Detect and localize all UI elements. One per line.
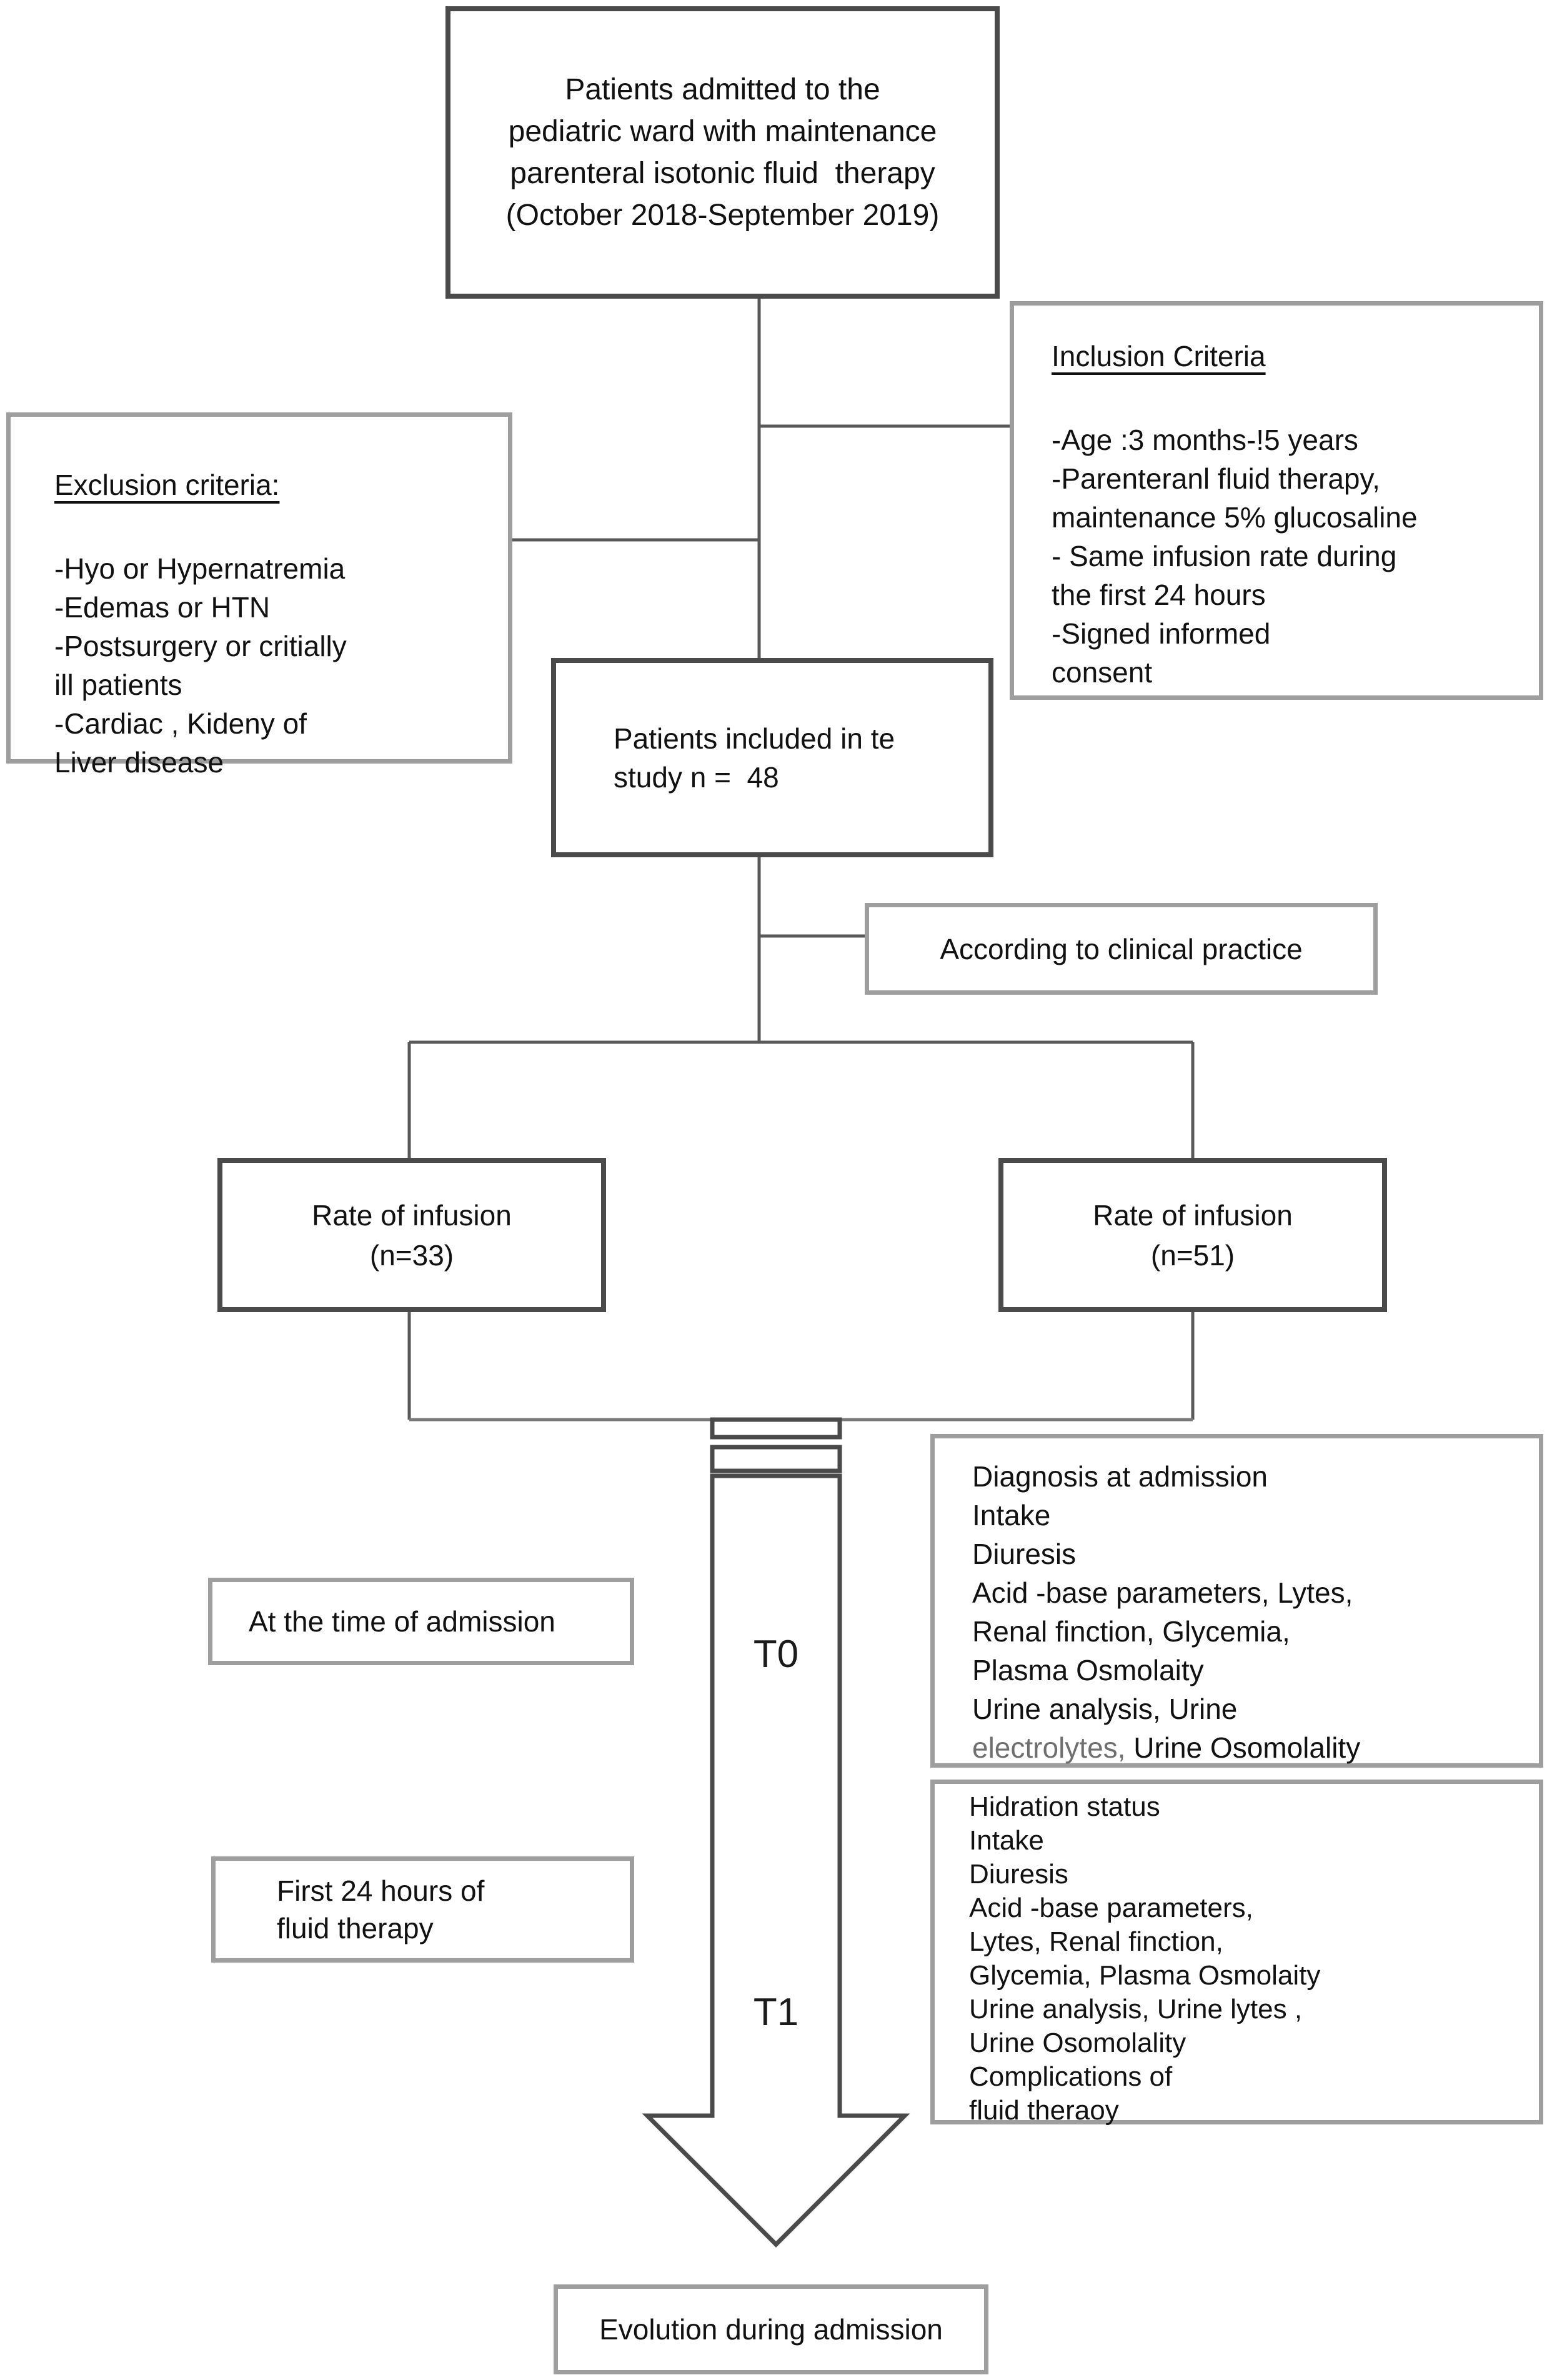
admitted-patients-line: parenteral isotonic fluid therapy [510,157,935,190]
inclusion-criteria-line: maintenance 5% glucosaline [1052,501,1418,534]
t1-parameters-line: Glycemia, Plasma Osmolaity [969,1960,1321,1991]
exclusion-criteria-line: -Hyo or Hypernatremia [54,552,346,585]
exclusion-criteria-box: Exclusion criteria: -Hyo or Hypernatremi… [6,412,512,779]
exclusion-criteria-title: Exclusion criteria: [54,469,280,501]
clinical-practice-box: According to clinical practice [865,903,1378,995]
t0-parameters-line: Acid -base parameters, Lytes, [972,1576,1353,1609]
exclusion-criteria-line: -Postsurgery or critially [54,630,347,662]
inclusion-criteria-line: - Same infusion rate during [1052,540,1397,572]
inclusion-criteria-line: the first 24 hours [1052,579,1266,611]
inclusion-criteria-line: consent [1052,656,1153,689]
t0-parameters-line: Urine analysis, Urine [972,1693,1238,1725]
t1-label: T1 [753,1991,799,2034]
inclusion-criteria-box: Inclusion Criteria -Age :3 months-!5 yea… [1010,301,1543,700]
exclusion-criteria-line: -Cardiac , Kideny of [54,707,307,740]
t0-electrolytes-gray-word: electrolytes, [972,1731,1126,1764]
patients-included-line: Patients included in te [614,722,895,755]
first-24-hours-line: fluid therapy [277,1912,434,1944]
rate-infusion-right-box: Rate of infusion (n=51) [998,1158,1387,1312]
t1-parameters-line: Hidration status [969,1791,1160,1822]
admitted-patients-line: (October 2018-September 2019) [505,199,940,232]
exclusion-criteria-line: ill patients [54,669,182,701]
t1-parameters-box: Hidration status Intake Diuresis Acid -b… [930,1780,1543,2126]
t1-parameters-line: Urine Osomolality [969,2028,1186,2058]
admitted-patients-line: pediatric ward with maintenance [508,115,937,148]
admission-time-label: At the time of admission [249,1605,555,1638]
t1-parameters-line: Acid -base parameters, [969,1893,1253,1923]
t0-urine-osmolality-text: Urine Osomolality [1125,1731,1361,1764]
evolution-box: Evolution during admission [554,2284,988,2374]
t0-parameters-line: electrolytes, Urine Osomolality [972,1728,1539,1767]
t1-parameters-line: Urine analysis, Urine lytes , [969,1994,1303,2024]
t0-parameters-line: Renal finction, Glycemia, [972,1615,1290,1648]
evolution-label: Evolution during admission [599,2313,943,2346]
t0-parameters-line: Intake [972,1499,1051,1531]
t0-label: T0 [753,1633,799,1676]
t1-parameters-line: Complications of [969,2061,1173,2092]
rate-infusion-left-line: (n=33) [369,1238,454,1272]
down-arrow-body [642,1473,910,2248]
first-24-hours-line: First 24 hours of [277,1875,485,1907]
inclusion-criteria-title: Inclusion Criteria [1052,340,1266,372]
rate-infusion-right-line: Rate of infusion [1093,1198,1293,1232]
admitted-patients-box: Patients admitted to the pediatric ward … [445,6,1000,299]
exclusion-criteria-line: -Edemas or HTN [54,591,271,624]
rate-infusion-left-box: Rate of infusion (n=33) [217,1158,606,1312]
exclusion-criteria-line: Liver disease [54,746,224,779]
admission-time-box: At the time of admission [208,1578,634,1665]
rate-infusion-right-line: (n=51) [1150,1238,1235,1272]
t1-parameters-line: Lytes, Renal finction, [969,1926,1223,1957]
rate-infusion-left-line: Rate of infusion [312,1198,512,1232]
t0-parameters-line: Diuresis [972,1538,1077,1570]
t0-parameters-box: Diagnosis at admission Intake Diuresis A… [930,1434,1543,1768]
t0-parameters-line: Diagnosis at admission [972,1460,1268,1493]
t1-parameters-line: Diuresis [969,1859,1068,1890]
first-24-hours-box: First 24 hours of fluid therapy [211,1856,634,1963]
patients-included-box: Patients included in te study n = 48 [551,658,993,857]
arrow-bar-1 [710,1417,842,1440]
admitted-patients-line: Patients admitted to the [565,73,880,106]
t1-parameters-line: fluid theraoy [969,2095,1119,2126]
patients-included-line: study n = 48 [614,760,779,794]
inclusion-criteria-line: -Parenteranl fluid therapy, [1052,462,1380,495]
inclusion-criteria-line: -Signed informed [1052,617,1271,650]
t1-parameters-line: Intake [969,1825,1044,1856]
t0-parameters-line: Plasma Osmolaity [972,1654,1204,1686]
arrow-bar-2 [710,1445,842,1473]
inclusion-criteria-line: -Age :3 months-!5 years [1052,424,1358,456]
clinical-practice-label: According to clinical practice [940,932,1303,965]
